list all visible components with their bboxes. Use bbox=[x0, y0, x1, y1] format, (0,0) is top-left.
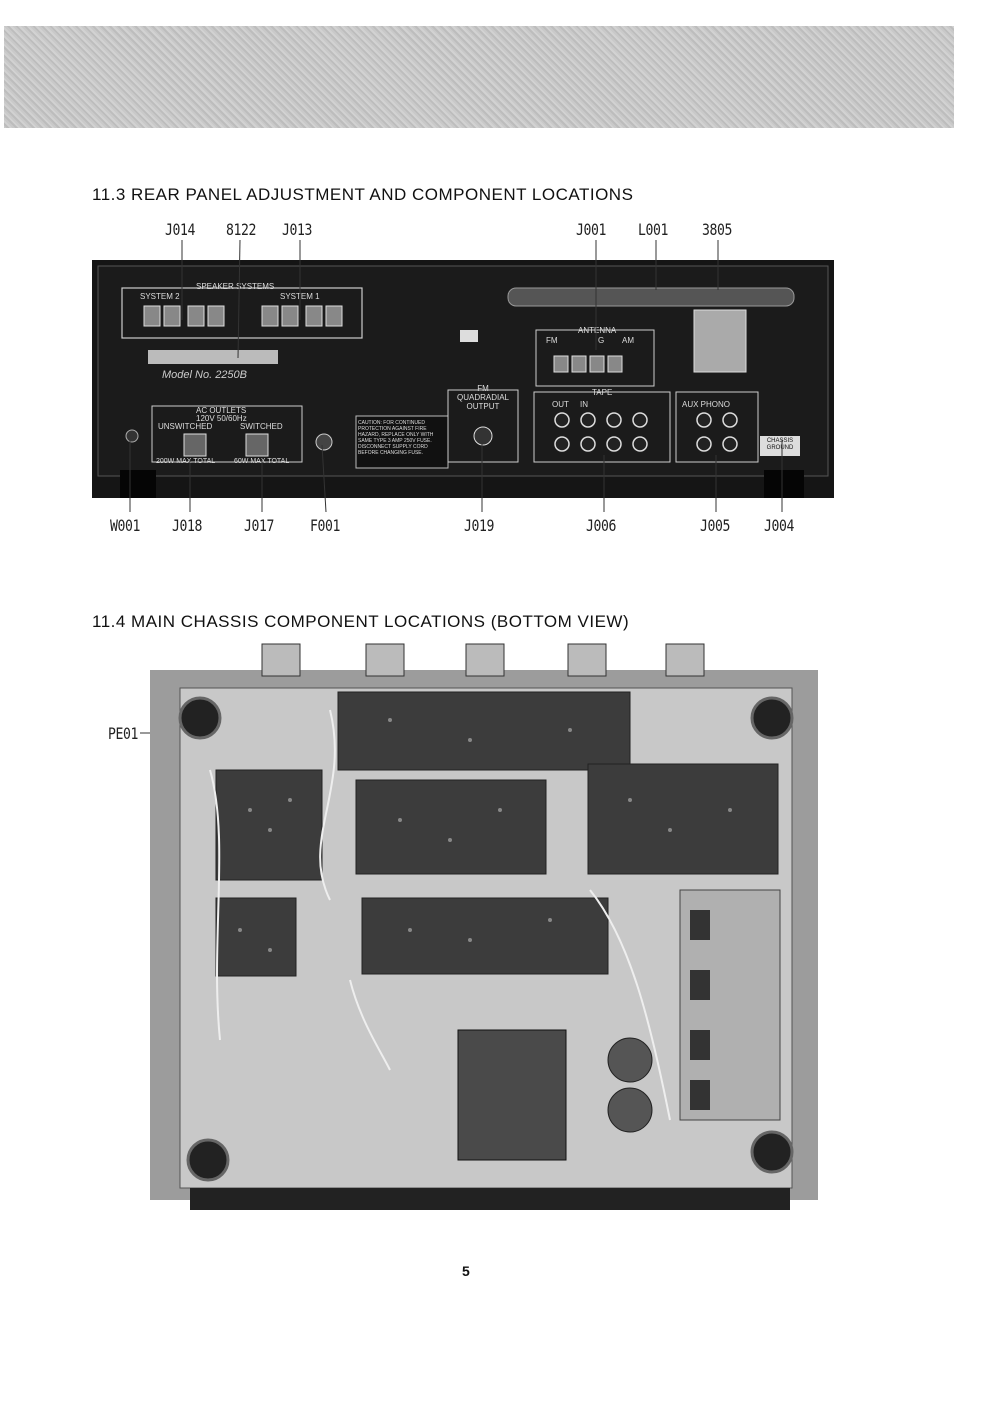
system2-label: SYSTEM 2 bbox=[140, 292, 180, 301]
antenna-terminal-box bbox=[535, 329, 655, 387]
rear-panel-drawing: Model No. 2250B bbox=[92, 260, 834, 498]
callout-w001: W001 bbox=[110, 516, 140, 535]
antenna-am-label: AM bbox=[622, 336, 634, 345]
callout-j018: J018 bbox=[172, 516, 202, 535]
chassis-ground-label: CHASSIS GROUND bbox=[766, 438, 794, 451]
chassis-section-title: 11.4 MAIN CHASSIS COMPONENT LOCATIONS (B… bbox=[92, 612, 630, 631]
antenna-g-label: G bbox=[598, 336, 605, 345]
tape-out-label: OUT bbox=[552, 400, 569, 409]
callout-j005: J005 bbox=[700, 516, 730, 535]
callout-l001: L001 bbox=[638, 220, 668, 239]
aux-phono-label: AUX PHONO bbox=[682, 400, 731, 409]
rear-panel-photo: Model No. 2250B bbox=[92, 260, 834, 498]
chassis-bottom-photo bbox=[150, 640, 818, 1218]
power-transformer bbox=[457, 1029, 567, 1161]
tape-jack-box bbox=[533, 391, 671, 463]
callout-j013: J013 bbox=[282, 220, 312, 239]
callout-8122: 8122 bbox=[226, 220, 256, 239]
chassis-drawing bbox=[150, 643, 818, 1210]
ac-outlets-box bbox=[151, 405, 303, 463]
rear-callout-leader-lines bbox=[129, 239, 783, 513]
aux-phono-box bbox=[675, 391, 759, 463]
page-number: 5 bbox=[462, 1263, 470, 1279]
fm-quadradial-label: FM QUADRADIAL OUTPUT bbox=[456, 384, 509, 411]
rear-panel-section-title: 11.3 REAR PANEL ADJUSTMENT AND COMPONENT… bbox=[92, 185, 634, 204]
tape-label: TAPE bbox=[592, 388, 613, 397]
caution-label: CAUTION: FOR CONTINUED PROTECTION AGAINS… bbox=[358, 420, 434, 456]
switched-label: SWITCHED bbox=[240, 422, 283, 431]
callout-j004: J004 bbox=[764, 516, 794, 535]
speaker-terminal-box bbox=[121, 287, 363, 339]
ac-outlets-label: AC OUTLETS bbox=[196, 406, 247, 415]
svg-text:Model No. 2250B: Model No. 2250B bbox=[162, 369, 247, 381]
callout-j006: J006 bbox=[586, 516, 616, 535]
callout-pe01: PE01 bbox=[108, 724, 138, 743]
brand-logo-plate bbox=[148, 350, 278, 364]
callout-j019: J019 bbox=[464, 516, 494, 535]
header-band bbox=[4, 26, 954, 128]
antenna-label: ANTENNA bbox=[578, 326, 617, 335]
callout-f001: F001 bbox=[310, 516, 340, 535]
callout-3805: 3805 bbox=[702, 220, 732, 239]
ac-rating-label: 120V 50/60Hz bbox=[196, 414, 247, 423]
antenna-bracket bbox=[693, 309, 747, 373]
speaker-systems-label: SPEAKER SYSTEMS bbox=[196, 282, 275, 291]
unswitched-label: UNSWITCHED bbox=[158, 422, 213, 431]
callout-j017: J017 bbox=[244, 516, 274, 535]
callout-j001: J001 bbox=[576, 220, 606, 239]
max-200-label: 200W MAX TOTAL bbox=[156, 458, 216, 465]
antenna-fm-label: FM bbox=[546, 336, 558, 345]
callout-j014: J014 bbox=[165, 220, 195, 239]
tape-in-label: IN bbox=[580, 400, 588, 409]
ferrite-rod-antenna bbox=[507, 287, 795, 307]
